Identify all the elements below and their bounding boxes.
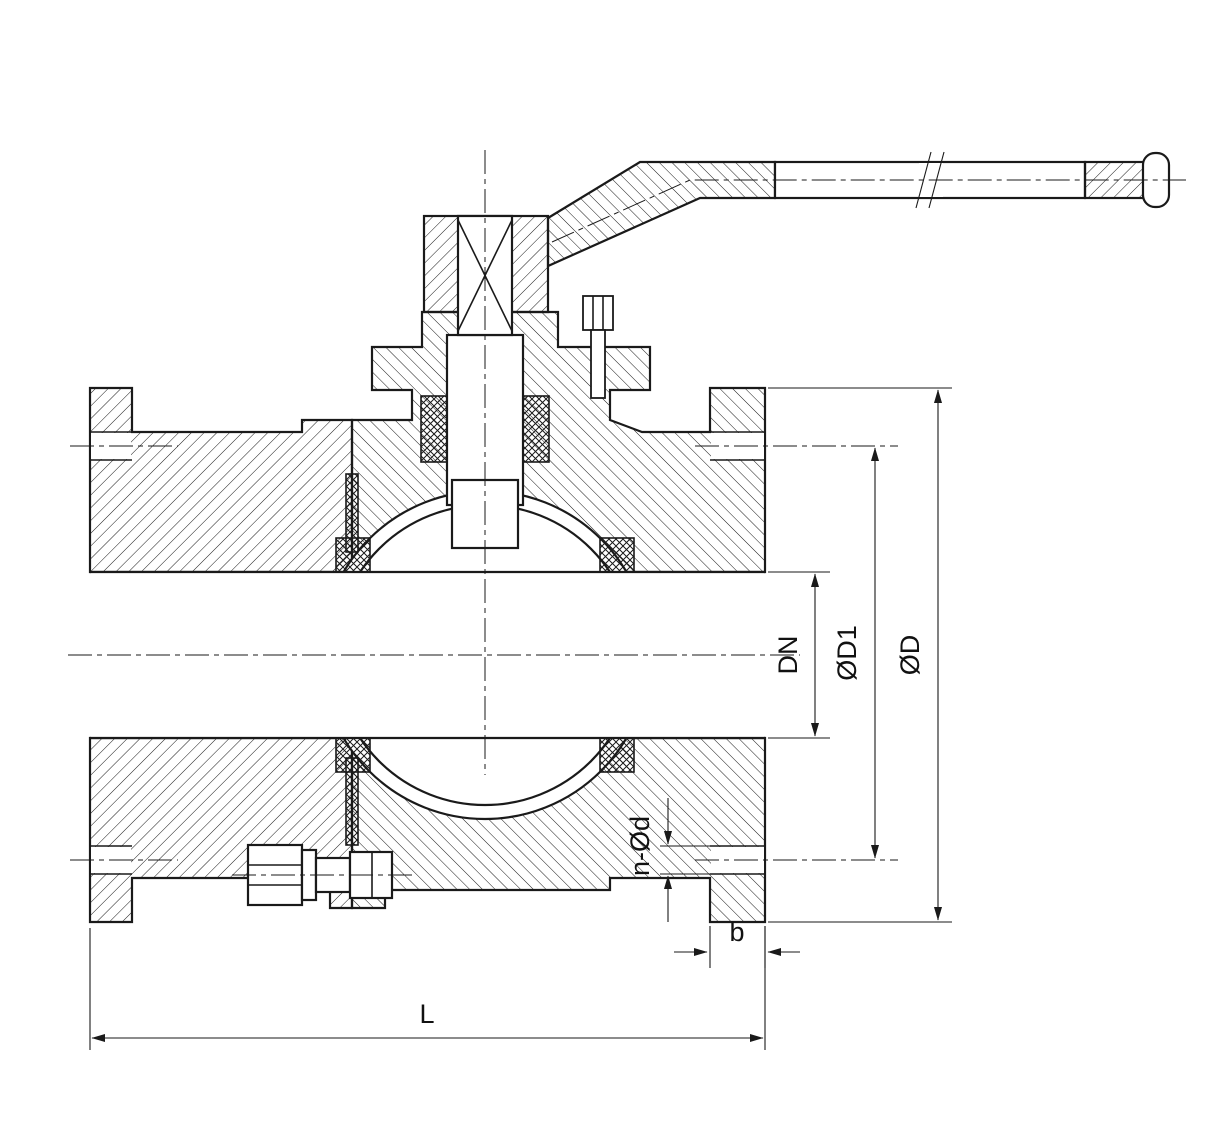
dim-label-d1: ØD1	[832, 625, 862, 681]
gland-bolt-nut	[582, 295, 614, 331]
seat-right-top	[599, 537, 635, 573]
seat-left-top	[335, 537, 371, 573]
dimension-nd: n-Ød	[625, 798, 712, 922]
dim-label-dn: DN	[773, 636, 803, 675]
packing-right	[522, 395, 550, 463]
dimension-d: ØD	[768, 387, 952, 923]
packing-left	[420, 395, 448, 463]
dimension-dn: DN	[768, 571, 830, 739]
handle-centerline	[551, 179, 1186, 243]
seat-left-bottom	[335, 737, 371, 773]
flange-bolt-holes	[90, 431, 765, 875]
dimension-l: L	[89, 926, 766, 1050]
gland-bolt-stud	[590, 329, 606, 399]
dim-label-nd: n-Ød	[625, 816, 655, 876]
seat-rings	[335, 537, 635, 773]
dim-label-l: L	[419, 999, 434, 1029]
dim-label-d: ØD	[895, 635, 925, 676]
dim-label-b: b	[729, 917, 744, 947]
centerlines	[68, 150, 1186, 876]
dimension-d1: ØD1	[832, 447, 880, 859]
seat-right-bottom	[599, 737, 635, 773]
dimensions: DN ØD1 ØD n-Ød b	[89, 387, 952, 1050]
